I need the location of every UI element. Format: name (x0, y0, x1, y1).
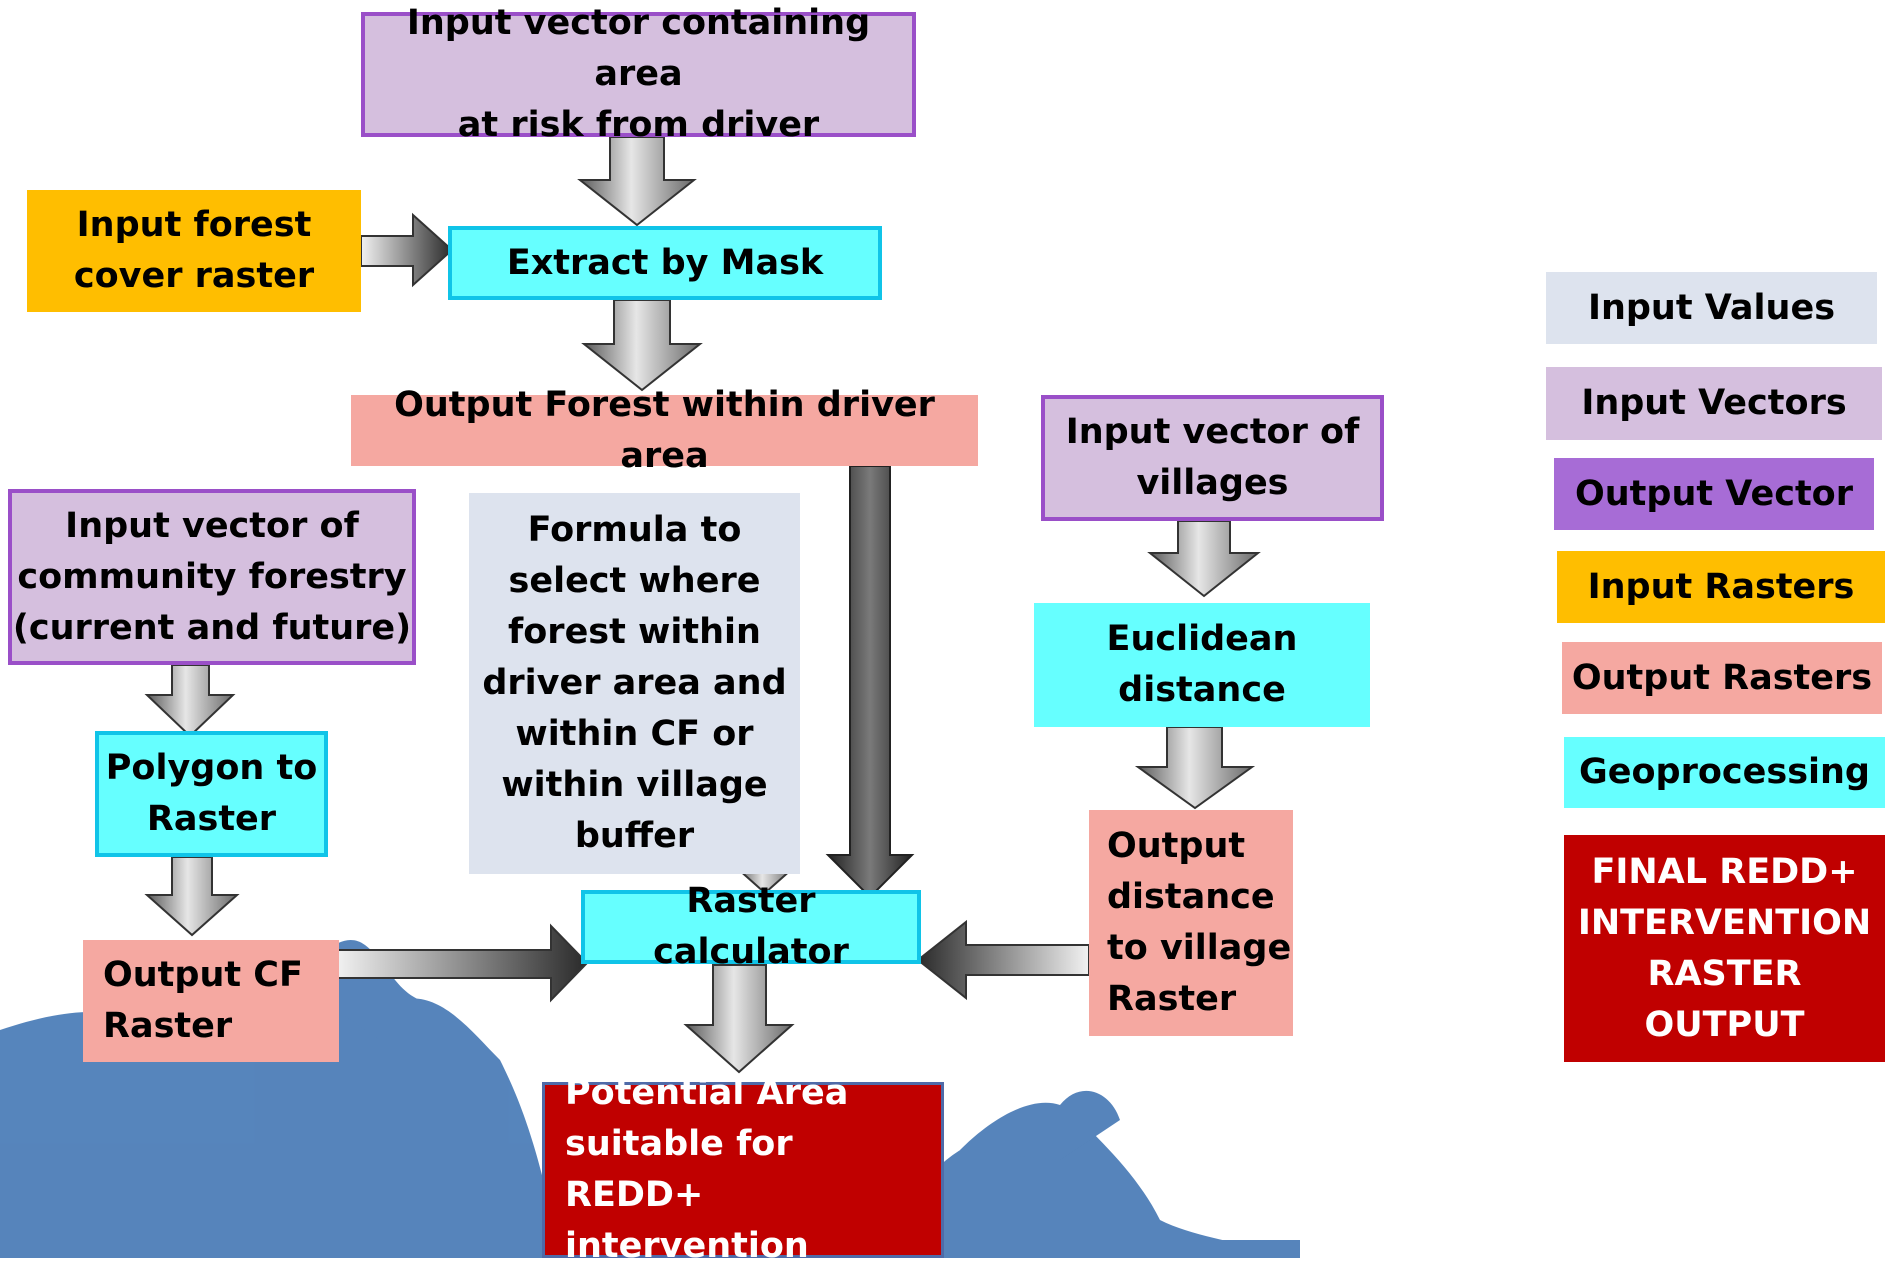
node-potential-area: Potential Area suitable for REDD+ interv… (542, 1073, 944, 1266)
arrow-output-distance-to-raster-calculator (916, 919, 1090, 1001)
legend-geoprocessing: Geoprocessing (1564, 737, 1885, 808)
node-formula: Formula to select where forest within dr… (469, 493, 800, 874)
node-euclidean-distance: Euclidean distance (1034, 603, 1370, 727)
legend-output-vector: Output Vector (1554, 458, 1874, 530)
arrow-forest-cover-to-extract (360, 212, 454, 288)
legend-final-output: FINAL REDD+ INTERVENTION RASTER OUTPUT (1564, 835, 1885, 1062)
arrow-output-forest-to-raster-calculator (825, 465, 915, 899)
arrow-output-cf-to-raster-calculator (335, 923, 589, 1003)
node-raster-calculator: Raster calculator (581, 881, 921, 972)
node-output-cf-raster: Output CF Raster (83, 940, 339, 1062)
arrow-cf-vector-to-polygon (144, 664, 236, 738)
node-output-distance-village: Output distance to village Raster (1089, 810, 1293, 1036)
node-input-vector-villages: Input vector of villages (1041, 395, 1384, 521)
arrow-euclidean-to-output-distance (1134, 726, 1256, 810)
node-input-vector-cf: Input vector of community forestry (curr… (8, 489, 416, 665)
arrow-villages-to-euclidean (1147, 520, 1261, 598)
arrow-raster-calculator-to-potential-area (683, 964, 795, 1074)
node-input-forest-cover: Input forest cover raster (27, 190, 361, 312)
legend-input-values: Input Values (1546, 272, 1877, 344)
arrow-extract-to-output-forest (581, 299, 703, 392)
arrow-driver-to-extract (577, 136, 697, 227)
arrow-polygon-to-output-cf (144, 856, 240, 937)
node-polygon-to-raster: Polygon to Raster (95, 731, 328, 857)
node-output-forest-driver: Output Forest within driver area (351, 385, 978, 476)
node-input-vector-driver: Input vector containing area at risk fro… (361, 3, 916, 145)
legend-input-vectors: Input Vectors (1546, 367, 1882, 440)
legend-output-rasters: Output Rasters (1562, 642, 1882, 714)
node-extract-by-mask: Extract by Mask (448, 226, 882, 300)
legend-input-rasters: Input Rasters (1557, 551, 1885, 623)
